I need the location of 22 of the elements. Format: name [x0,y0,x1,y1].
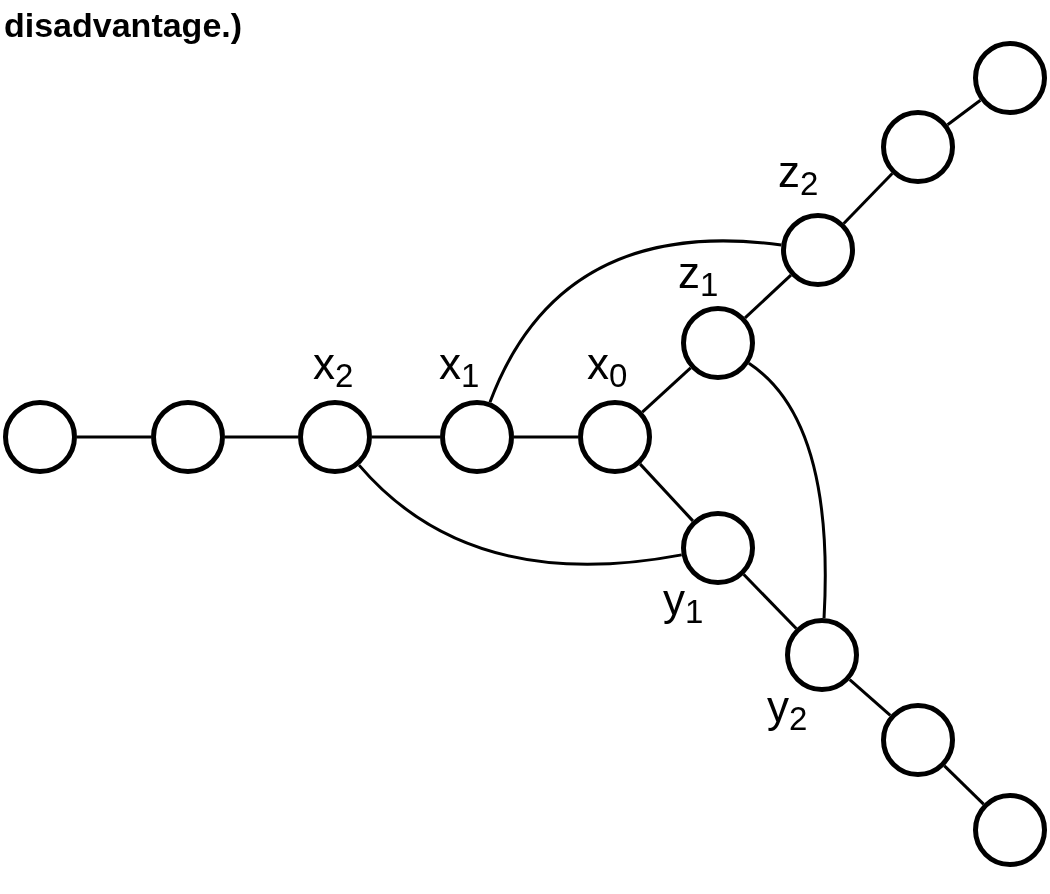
connector-line [77,435,151,439]
connector-line [225,435,298,439]
connector-line [748,362,827,619]
connector-line [744,274,792,319]
vertex-label: x$_{0}$ [587,342,628,386]
connector-line [514,435,578,439]
vertex-label: y$_{2}$ [767,685,808,729]
vertex-label: z$_{2}$ [778,150,819,194]
vertex-label: x$_{2}$ [313,342,354,386]
connector-line [641,366,692,414]
caption-text: disadvantage.) [4,5,243,46]
connector-line [372,435,440,439]
connector-line [357,464,682,566]
connector-line [842,172,894,225]
vertex-label: y$_{1}$ [663,578,704,622]
connector-line [742,573,798,630]
connector-line [848,678,892,717]
vertex-label: x$_{1}$ [439,342,480,386]
vertex-label: z$_{1}$ [678,251,719,295]
connector-line [639,463,694,522]
connector-line [943,764,985,806]
connector-line [946,99,982,126]
